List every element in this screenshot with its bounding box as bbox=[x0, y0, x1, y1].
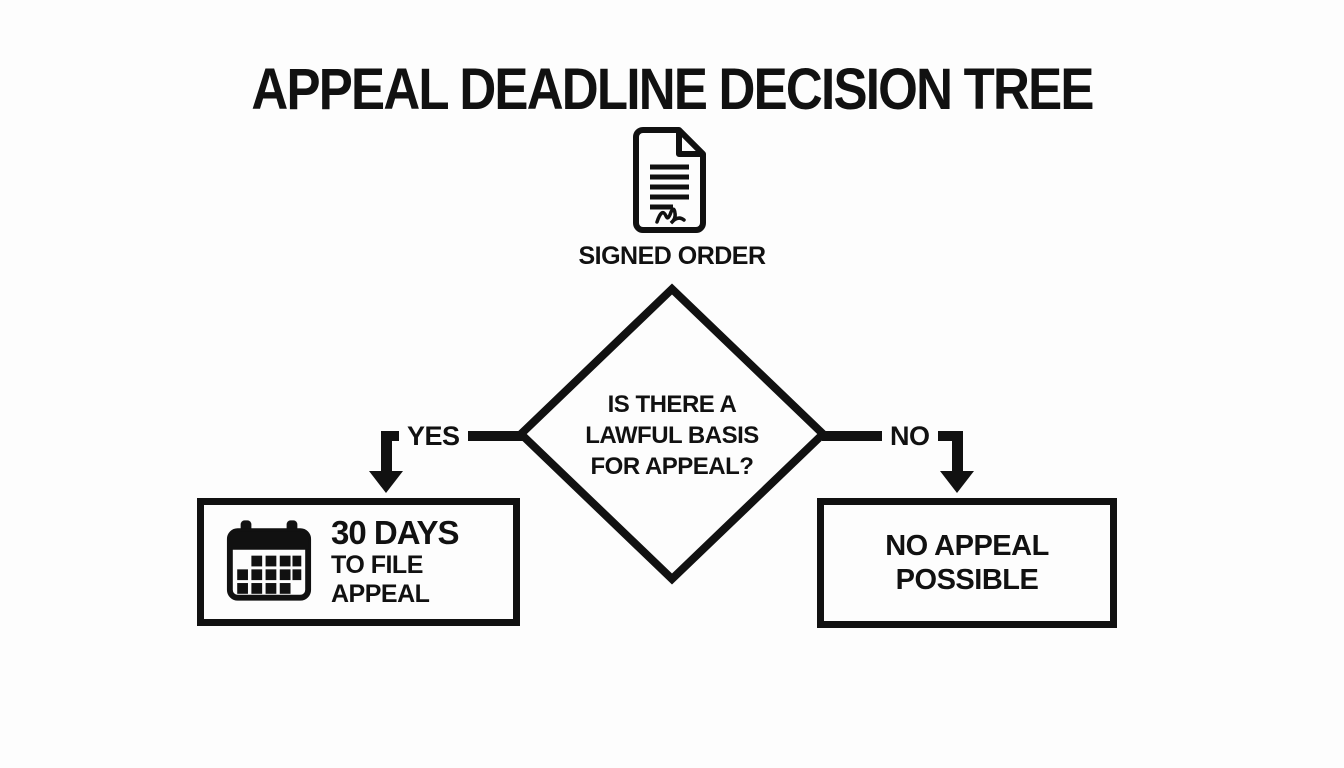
no-branch-label: NO bbox=[882, 418, 938, 454]
outcome-yes-title: 30 DAYS bbox=[331, 514, 460, 551]
decision-question-line: IS THERE A bbox=[607, 391, 737, 418]
yes-branch-label: YES bbox=[399, 418, 468, 454]
outcome-box-no-appeal: NO APPEAL POSSIBLE bbox=[817, 498, 1117, 628]
yes-branch-elbow bbox=[381, 431, 392, 473]
no-branch-elbow bbox=[952, 431, 963, 473]
title-container: APPEAL DEADLINE DECISION TREE bbox=[0, 56, 1344, 123]
outcome-no-line: NO APPEAL bbox=[885, 530, 1049, 562]
decision-question: IS THERE A LAWFUL BASIS FOR APPEAL? bbox=[522, 389, 822, 482]
outcome-yes-subtitle: TO FILE APPEAL bbox=[331, 551, 430, 608]
outcome-no-line: POSSIBLE bbox=[895, 564, 1039, 596]
signed-document-icon bbox=[630, 126, 708, 234]
decision-diamond bbox=[515, 283, 829, 585]
decision-question-line: FOR APPEAL? bbox=[590, 453, 754, 480]
yes-arrowhead-icon bbox=[369, 471, 403, 493]
calendar-icon bbox=[226, 519, 312, 601]
outcome-box-30-days: 30 DAYS TO FILE APPEAL bbox=[197, 498, 520, 626]
page-title: APPEAL DEADLINE DECISION TREE bbox=[251, 57, 1094, 122]
decision-question-line: LAWFUL BASIS bbox=[585, 422, 759, 449]
start-node-label: SIGNED ORDER bbox=[578, 242, 766, 270]
no-arrowhead-icon bbox=[940, 471, 974, 493]
outcome-yes-text: 30 DAYS TO FILE APPEAL bbox=[331, 515, 513, 609]
